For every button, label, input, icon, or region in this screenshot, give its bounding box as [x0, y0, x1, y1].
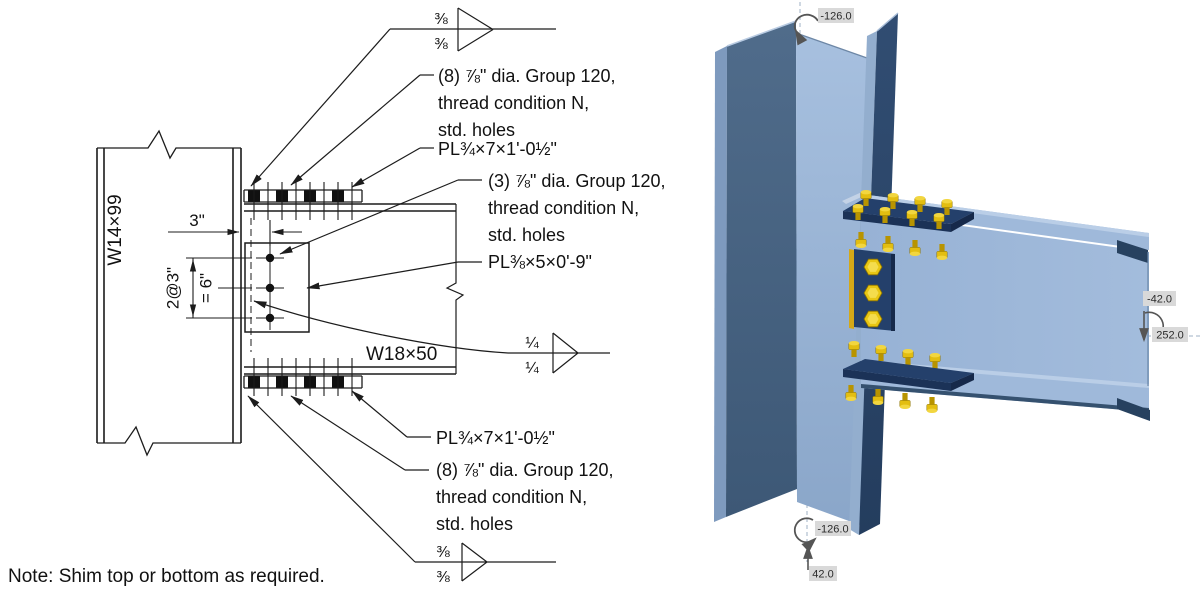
beam-end-cut-top	[1117, 240, 1148, 263]
weld-bottom-size-below: ⅜	[436, 569, 450, 586]
column-elevation: W14×99	[96, 129, 242, 457]
annotation-top-rotation: -126.0	[793, 8, 854, 46]
weld-top-size-below: ⅜	[434, 36, 448, 53]
break-line-top	[97, 129, 241, 160]
dimension-bolt-offset: 3"	[168, 211, 302, 246]
weld-symbol-middle: ¼ ¼	[253, 300, 610, 377]
top-flange-plate-3d	[842, 189, 974, 261]
bottom-flange-plate-3d	[843, 340, 974, 414]
bottom-plate-bolts	[248, 358, 353, 396]
beam-label: W18×50	[366, 344, 437, 365]
callout-bottom-bolts: (8) ⅞" dia. Group 120, thread condition …	[290, 395, 614, 534]
break-line-bottom	[97, 425, 241, 457]
label-box	[1143, 291, 1176, 306]
base-offset-label: 42.0	[812, 569, 833, 581]
weld-middle-size-below: ¼	[525, 360, 539, 377]
label-box	[809, 566, 837, 581]
label-box	[815, 521, 851, 536]
callout-text: (8) ⅞" dia. Group 120,	[436, 460, 614, 480]
shim-note: Note: Shim top or bottom as required.	[8, 566, 325, 587]
callout-text: thread condition N,	[488, 198, 639, 218]
callout-top-plate: PL¾×7×1'-0½"	[351, 139, 557, 188]
beam-3d	[861, 194, 1150, 421]
weld-middle-size-above: ¼	[525, 335, 539, 352]
annotation-end-offset: -42.0 252.0	[1139, 291, 1188, 343]
dimension-bolt-spacing: 2@3" = 6"	[163, 257, 252, 319]
callout-text: thread condition N,	[438, 93, 589, 113]
weld-bottom-size-above: ⅜	[436, 544, 450, 561]
callout-text: PL⅜×5×0'-9"	[488, 252, 592, 272]
connection-detail-drawing: W14×99 W18×50	[8, 7, 666, 587]
callout-top-bolts: (8) ⅞" dia. Group 120, thread condition …	[290, 66, 616, 186]
top-rotation-label: -126.0	[820, 11, 851, 23]
weld-top-size-above: ⅜	[434, 11, 448, 28]
beam-web	[861, 212, 1149, 388]
weld-bead	[849, 249, 854, 329]
label-box	[818, 8, 854, 23]
callout-web-bolts: (3) ⅞" dia. Group 120, thread condition …	[279, 171, 666, 255]
connection-3d-model: -126.0 -42.0 252.0 -126.0 42.0	[714, 2, 1200, 581]
beam-break-line	[445, 204, 465, 374]
top-plate-bolts	[248, 182, 353, 220]
weld-symbol-top: ⅜ ⅜	[250, 7, 556, 187]
dim-bolt-offset-text: 3"	[189, 211, 205, 230]
callout-text: PL¾×7×1'-0½"	[438, 139, 557, 159]
callout-text: (3) ⅞" dia. Group 120,	[488, 171, 666, 191]
label-box	[1152, 327, 1188, 342]
top-flange-plate-section	[243, 182, 363, 220]
column-label: W14×99	[105, 194, 126, 265]
callout-text: PL¾×7×1'-0½"	[436, 428, 555, 448]
dim-bolt-spacing-text: 2@3"	[163, 267, 182, 309]
callout-text: (8) ⅞" dia. Group 120,	[438, 66, 616, 86]
beam-elevation: W18×50	[244, 203, 465, 375]
bottom-flange-plate-section	[243, 358, 363, 396]
callout-text: std. holes	[438, 120, 515, 140]
callout-text: std. holes	[436, 514, 513, 534]
shear-plate-bolts-3d	[863, 258, 883, 328]
beam-end-cut-bottom	[1117, 398, 1150, 421]
weld-symbol-bottom: ⅜ ⅜	[247, 395, 556, 586]
callout-web-plate: PL⅜×5×0'-9"	[306, 252, 592, 290]
annotation-base-rotation: -126.0 42.0	[793, 517, 851, 581]
end-dimension-label: 252.0	[1156, 330, 1184, 342]
base-rotation-label: -126.0	[817, 524, 848, 536]
shear-plate-section	[244, 218, 310, 352]
dim-bolt-spacing-total-text: = 6"	[196, 273, 215, 303]
callout-text: thread condition N,	[436, 487, 587, 507]
column-3d	[714, 12, 899, 535]
callout-bottom-plate: PL¾×7×1'-0½"	[351, 390, 555, 448]
shear-plate-3d	[849, 249, 895, 331]
end-offset-label: -42.0	[1147, 294, 1172, 306]
callout-text: std. holes	[488, 225, 565, 245]
